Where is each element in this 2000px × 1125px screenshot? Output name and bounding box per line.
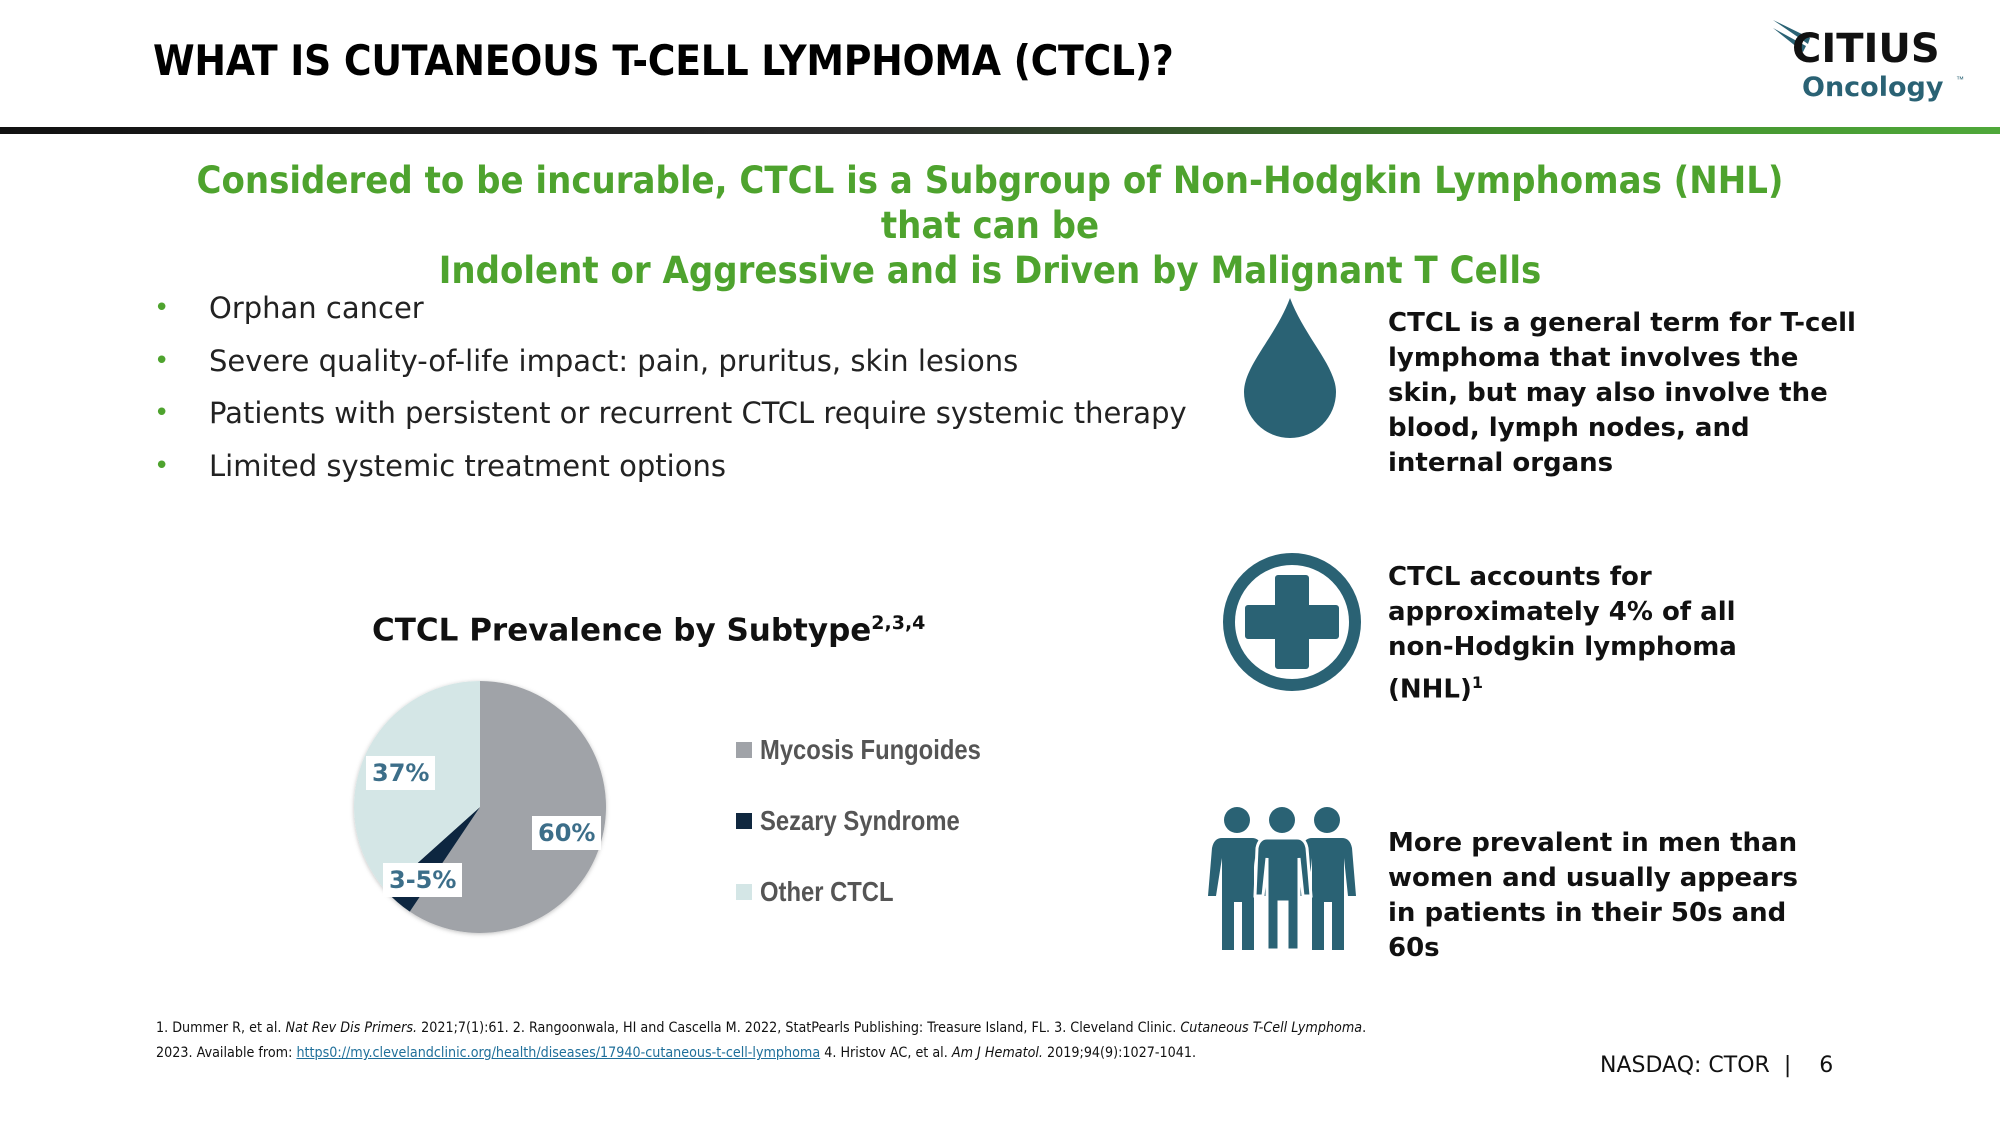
legend-label: Sezary Syndrome [760,805,960,836]
legend-item-sezary: Sezary Syndrome [736,805,995,837]
bullet-dot-icon: • [154,293,170,323]
slide-footer: NASDAQ: CTOR | 6 [1600,1053,1833,1078]
chart-title-text: CTCL Prevalence by Subtype [372,612,872,649]
chart-title: CTCL Prevalence by Subtype2,3,4 [372,612,925,648]
bullet-item: • Severe quality-of-life impact: pain, pr… [150,335,1187,388]
fact-blood: CTCL is a general term for T-cell lympho… [1388,306,1868,481]
fact-nhl: CTCL accounts for approximately 4% of al… [1388,560,1768,708]
bullet-dot-icon: • [154,398,170,428]
ticker-text: NASDAQ: CTOR [1600,1053,1770,1078]
logo-sub-text: Oncology [1802,72,1944,103]
slide-subtitle: Considered to be incurable, CTCL is a Su… [171,158,1809,293]
bullet-text: Limited systemic treatment options [209,448,726,483]
header-divider [0,127,2000,134]
page-title: WHAT IS CUTANEOUS T-CELL LYMPHOMA (CTCL)… [153,36,1174,85]
pie-label-mycosis: 60% [532,816,602,850]
legend-swatch [736,813,752,829]
ref-text: . 2023. Available from: [156,1020,1367,1061]
logo-brand-text: CITIUS [1792,26,1940,72]
pie-label-other: 37% [366,756,436,790]
ref-title: Cutaneous T-Cell Lymphoma [1180,1020,1363,1036]
fact-text: CTCL is a general term for T-cell lympho… [1388,308,1856,478]
legend-item-mycosis: Mycosis Fungoides [736,734,1020,766]
legend-swatch [736,884,752,900]
citation-sup: 2,3,4 [871,612,926,634]
logo-swoosh-icon [1773,20,1810,52]
people-icon [1208,807,1356,950]
subtitle-line-2: Indolent or Aggressive and is Driven by … [438,249,1542,292]
pie-label-sezary: 3-5% [383,863,463,897]
citius-oncology-logo: CITIUS Oncology ™ [1770,18,1970,103]
references-footnote: 1. Dummer R, et al. Nat Rev Dis Primers.… [156,1016,1388,1066]
ref-text: 2019;94(9):1027-1041. [1042,1045,1197,1061]
legend-swatch [736,742,752,758]
bullet-text: Severe quality-of-life impact: pain, pru… [209,343,1019,378]
bullet-item: • Limited systemic treatment options [150,440,1187,493]
subtitle-line-1: Considered to be incurable, CTCL is a Su… [196,159,1784,247]
medical-cross-icon [1223,553,1361,691]
ref-text: 4. Hristov AC, et al. [820,1045,952,1061]
bullet-dot-icon: • [154,450,170,481]
fact-demographics: More prevalent in men than women and usu… [1388,826,1808,966]
blood-drop-icon [1244,298,1336,438]
citation-sup: 1 [1471,673,1483,692]
ref-journal: Nat Rev Dis Primers. [285,1020,418,1036]
page-number: 6 [1819,1053,1834,1078]
reference-link[interactable]: https0://my.clevelandclinic.org/health/d… [296,1045,821,1061]
bullet-dot-icon: • [154,345,170,376]
bullet-text: Patients with persistent or recurrent CT… [209,396,1187,430]
fact-text: More prevalent in men than women and usu… [1388,828,1798,963]
ref-journal: Am J Hematol. [951,1045,1043,1061]
svg-text:™: ™ [1956,75,1964,84]
ref-text: 1. Dummer R, et al. [156,1020,286,1036]
fact-text: CTCL accounts for approximately 4% of al… [1388,562,1737,705]
footer-separator: | [1783,1053,1792,1078]
bullet-item: • Patients with persistent or recurrent C… [150,387,1187,440]
legend-label: Other CTCL [760,876,894,907]
bullet-text: Orphan cancer [209,291,424,325]
ref-text: 2021;7(1):61. 2. Rangoonwala, HI and Cas… [417,1020,1181,1036]
bullet-item: • Orphan cancer [150,282,1187,335]
pie-chart [354,681,606,933]
bullet-list: • Orphan cancer • Severe quality-of-life i… [150,282,1187,492]
legend-label: Mycosis Fungoides [760,734,981,765]
legend-item-other: Other CTCL [736,876,917,908]
